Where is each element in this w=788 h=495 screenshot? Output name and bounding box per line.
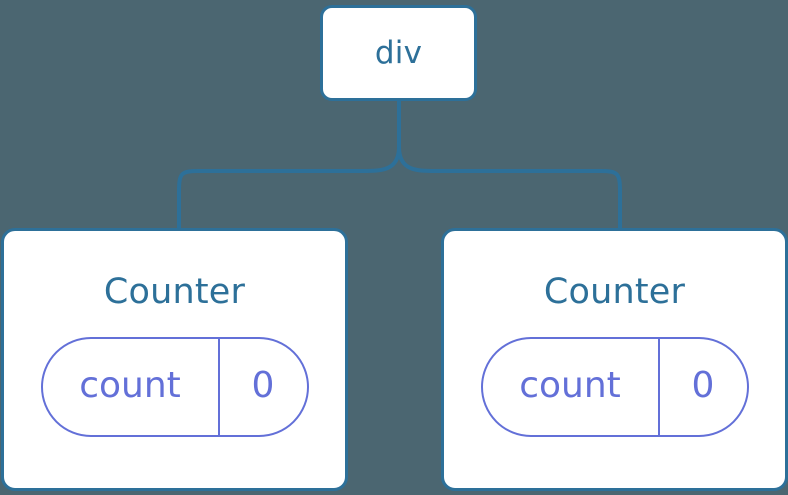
node-counter-right[interactable]: Counter count 0	[441, 228, 788, 491]
state-pill-right: count 0	[480, 337, 749, 437]
connector-branch-right	[397, 146, 622, 232]
state-key-right: count	[519, 364, 621, 406]
state-key-left: count	[79, 364, 181, 406]
connector-branch-left	[177, 146, 401, 232]
node-div[interactable]: div	[320, 5, 477, 101]
node-counter-left[interactable]: Counter count 0	[1, 228, 348, 491]
state-value-right: 0	[657, 339, 747, 435]
state-pill-left: count 0	[40, 337, 309, 437]
state-value-left: 0	[217, 339, 307, 435]
node-counter-right-label: Counter	[543, 272, 686, 312]
node-counter-left-label: Counter	[103, 272, 246, 312]
node-div-label: div	[374, 34, 423, 71]
